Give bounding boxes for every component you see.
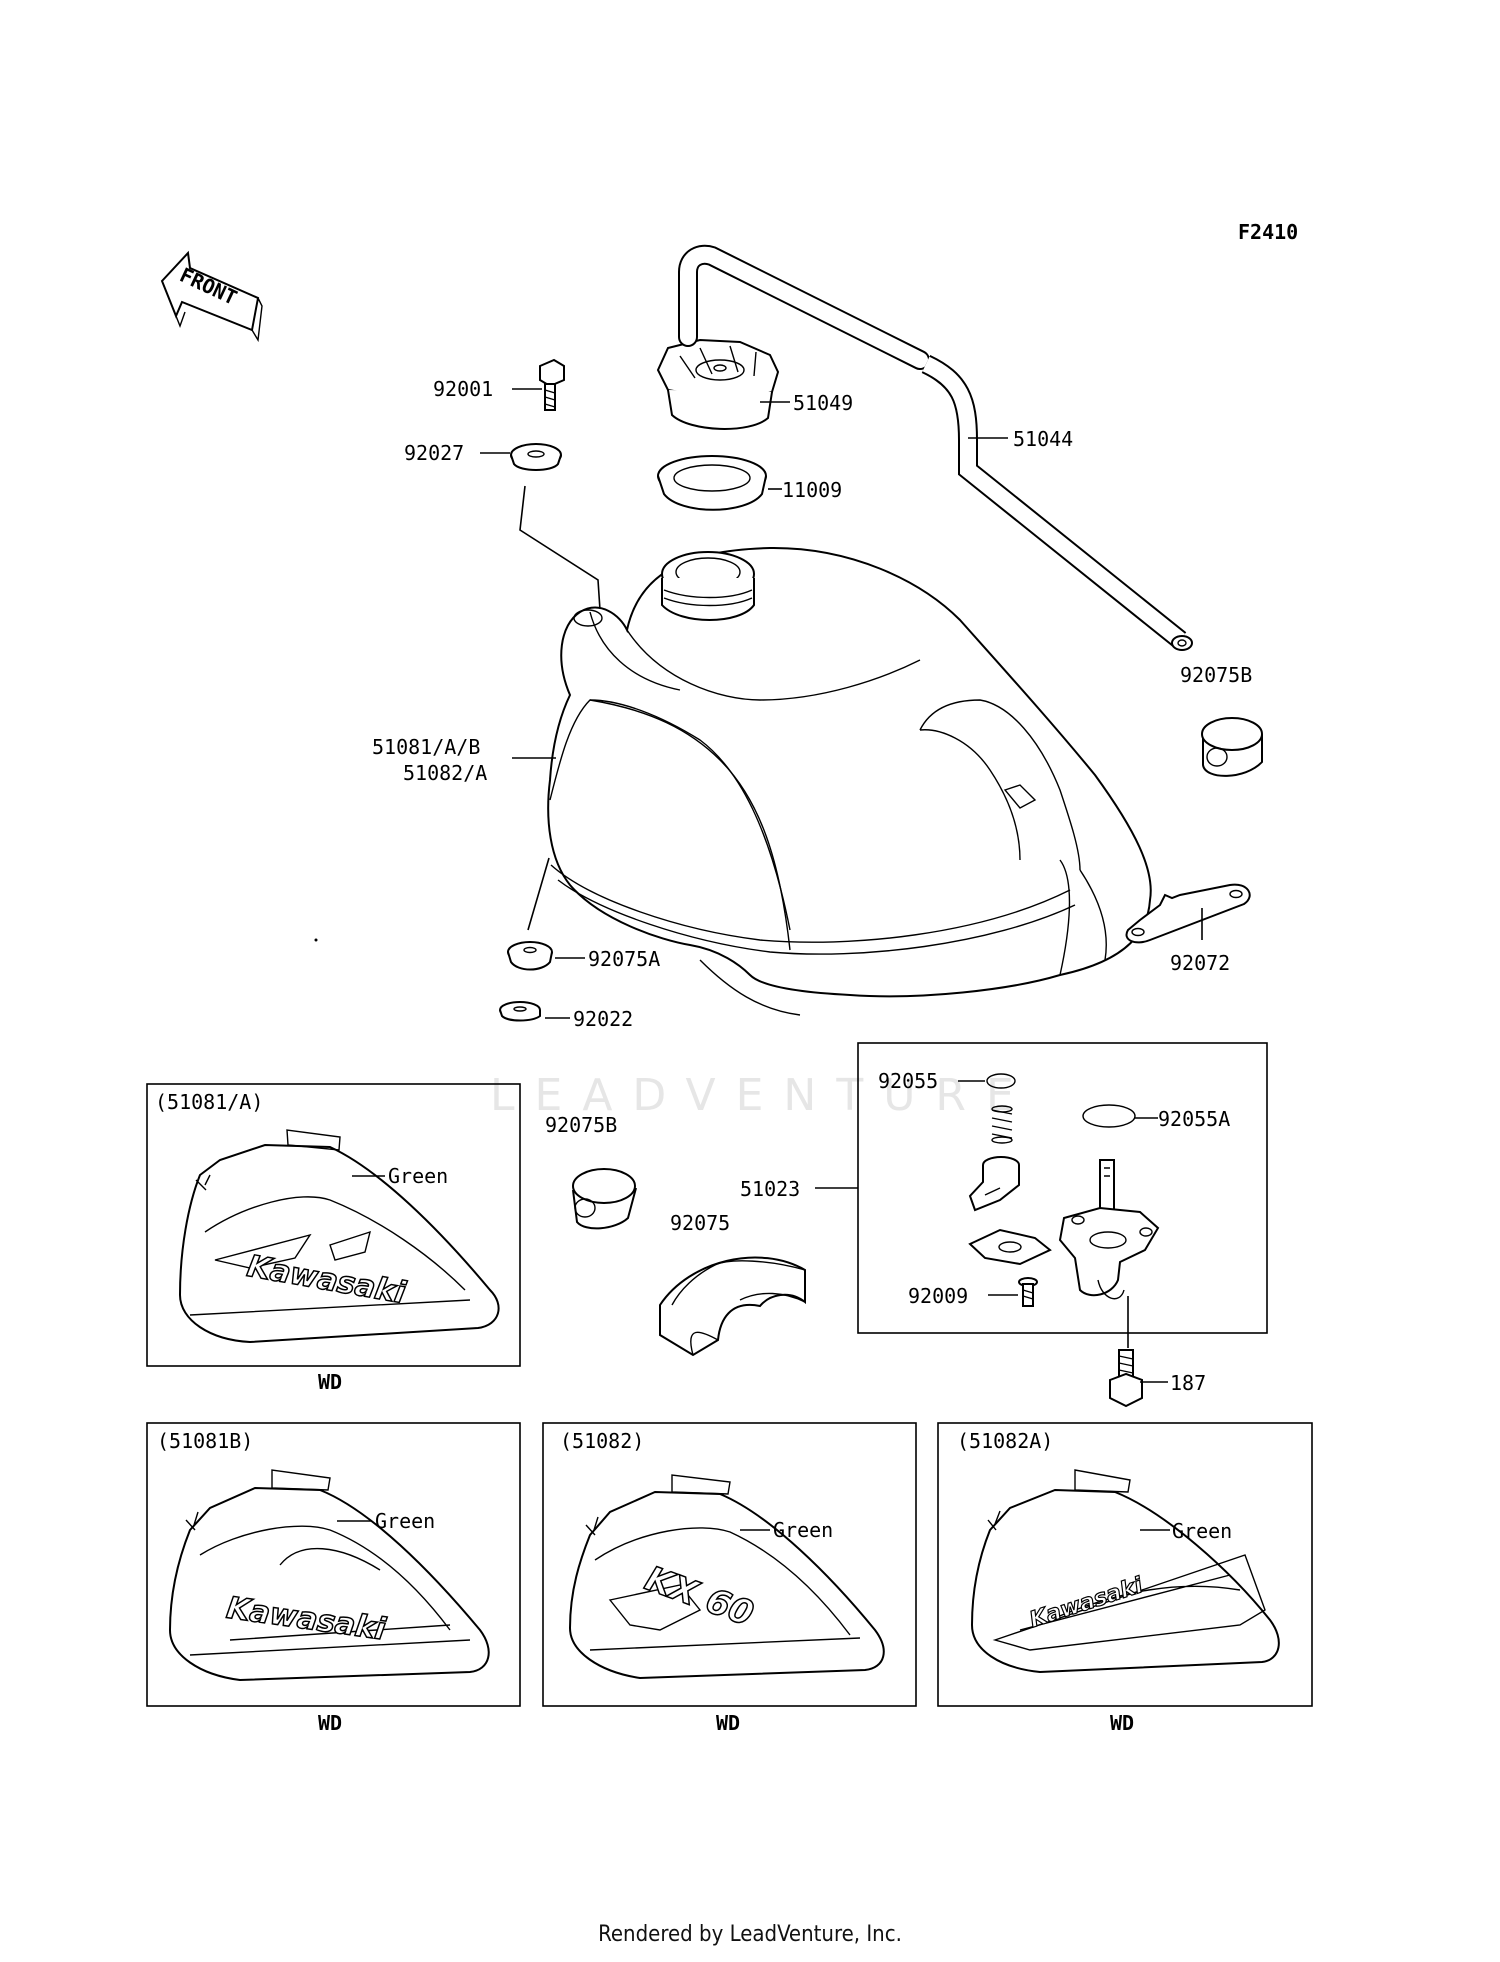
gasket-11009-icon (657, 455, 767, 511)
fuel-valve-body-icon (1058, 1159, 1160, 1300)
front-arrow-icon: FRONT (160, 250, 263, 343)
o-ring-92055a-icon (1082, 1104, 1136, 1128)
damper-92075b-top-icon (1201, 717, 1263, 777)
panel-title-51081b: (51081B) (157, 1429, 253, 1453)
fuel-tank-51081-icon (547, 546, 1152, 1016)
callout-92075b-top: 92075B (1180, 663, 1252, 687)
callout-51049: 51049 (793, 391, 853, 415)
panel-color-51082: Green (773, 1518, 833, 1542)
bolt-92001-icon (539, 358, 565, 411)
diagram-code: F2410 (1238, 220, 1298, 244)
callout-92055: 92055 (878, 1069, 938, 1093)
washer-92022-icon (499, 1001, 541, 1022)
washer-92027-icon (510, 443, 562, 471)
gasket-plate-icon (968, 1228, 1052, 1266)
callout-92072: 92072 (1170, 951, 1230, 975)
callout-92075: 92075 (670, 1211, 730, 1235)
panel-color-51081b: Green (375, 1509, 435, 1533)
callout-92022: 92022 (573, 1007, 633, 1031)
callout-51081: 51081/A/B (372, 735, 480, 759)
panel-color-51082a: Green (1172, 1519, 1232, 1543)
panel-title-51081a: (51081/A) (155, 1090, 263, 1114)
grommet-92075a-icon (507, 941, 553, 971)
tank-decal-51081b-icon: Kawasaki (168, 1469, 490, 1682)
callout-92075b-mid: 92075B (545, 1113, 617, 1137)
callout-92027: 92027 (404, 441, 464, 465)
o-ring-92055-icon (986, 1073, 1016, 1089)
panel-51081a (146, 1083, 521, 1367)
footer-credit: Rendered by LeadVenture, Inc. (598, 1922, 902, 1947)
cushion-92075-icon (659, 1256, 806, 1357)
callout-92075a: 92075A (588, 947, 660, 971)
screw-92009-icon (1018, 1277, 1038, 1307)
damper-92075b-mid-icon (572, 1168, 637, 1230)
breather-hose-51044-icon (678, 244, 1193, 651)
fuel-cap-51049-icon (656, 338, 780, 430)
panel-variant-51082: WD (716, 1711, 740, 1735)
tank-decal-51082-icon: KX 60 (568, 1474, 885, 1680)
strap-92072-icon (1125, 883, 1251, 944)
panel-title-51082: (51082) (560, 1429, 644, 1453)
callout-51023: 51023 (740, 1177, 800, 1201)
tank-decal-51082a-icon: Kawasaki (970, 1469, 1280, 1674)
panel-variant-51082a: WD (1110, 1711, 1134, 1735)
panel-51082 (542, 1422, 917, 1707)
watermark-text: LEADVENTURE (490, 1070, 1034, 1121)
spring-icon (991, 1105, 1013, 1144)
panel-51081b (146, 1422, 521, 1707)
panel-title-51082a: (51082A) (957, 1429, 1053, 1453)
callout-51082: 51082/A (403, 761, 487, 785)
panel-variant-51081a: WD (318, 1370, 342, 1394)
callout-187: 187 (1170, 1371, 1206, 1395)
panel-color-51081a: Green (388, 1164, 448, 1188)
panel-51082a (937, 1422, 1313, 1707)
callout-92009: 92009 (908, 1284, 968, 1308)
tank-decal-51081a-icon: Kawasaki (178, 1129, 500, 1344)
panel-variant-51081b: WD (318, 1711, 342, 1735)
callout-51044: 51044 (1013, 427, 1073, 451)
callout-11009: 11009 (782, 478, 842, 502)
bolt-187-icon (1109, 1349, 1143, 1408)
callout-92001: 92001 (433, 377, 493, 401)
callout-92055a: 92055A (1158, 1107, 1230, 1131)
lever-icon (968, 1156, 1020, 1212)
